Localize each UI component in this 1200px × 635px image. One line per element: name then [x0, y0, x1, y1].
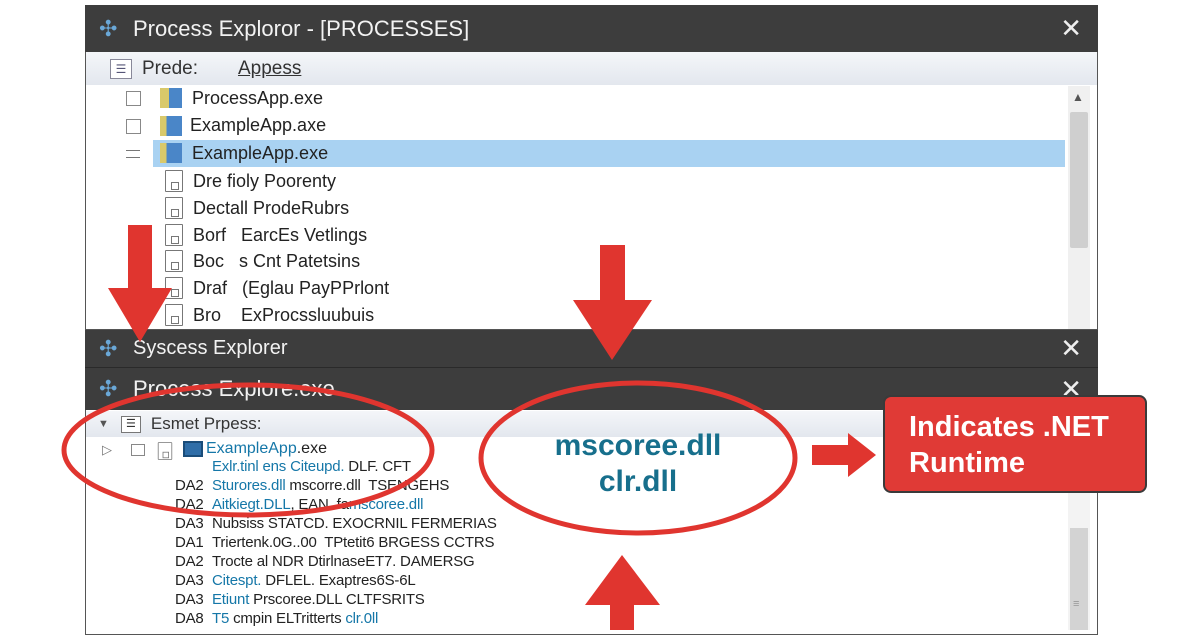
close-icon[interactable]: ✕: [1060, 333, 1082, 363]
expand-icon[interactable]: ▼: [98, 418, 109, 430]
document-icon: [165, 196, 183, 219]
process-row[interactable]: ExampleApp.axe: [190, 112, 326, 139]
menu-item[interactable]: Prede:: [142, 57, 198, 79]
window-title: Syscess Explorer: [133, 337, 288, 359]
module-row[interactable]: DA2 Trocte al NDR DtirlnaseET7. DAMERSG: [175, 553, 475, 572]
module-prefix: DA3: [175, 515, 204, 532]
checkbox[interactable]: [126, 119, 141, 134]
module-details: Nubsiss STATCD. EXOCRNIL FERMERIAS: [212, 515, 497, 532]
arrow-down-center: [573, 245, 652, 360]
process-icon: [160, 88, 182, 108]
collapse-toggle[interactable]: [126, 150, 140, 158]
module-row[interactable]: DA3 Nubsiss STATCD. EXOCRNIL FERMERIAS: [175, 515, 497, 534]
child-name: Draf (Eglau PayPPrlont: [193, 278, 390, 299]
process-icon: [183, 441, 203, 457]
arrow-down-left: [108, 225, 172, 342]
child-name: Dre fioly Poorenty: [193, 171, 337, 191]
module-prefix: DA1: [175, 534, 204, 551]
module-prefix: DA2: [175, 477, 204, 494]
child-name: Dectall ProdeRubrs: [193, 197, 350, 218]
document-icon: [165, 250, 183, 273]
child-row[interactable]: Dre fioly Poorenty: [193, 168, 336, 195]
module-row[interactable]: DA3 Citespt. DFLEL. Exaptres6S-6L: [175, 572, 416, 591]
dll-label: mscoree.dll: [554, 429, 722, 462]
menu-item[interactable]: Appess: [237, 57, 302, 79]
scroll-up-icon[interactable]: ▲: [1072, 90, 1084, 104]
module-prefix: DA8: [175, 610, 204, 627]
process-name: ExampleApp.exe: [192, 143, 329, 163]
process-row[interactable]: ProcessApp.exe: [192, 85, 323, 112]
module-details: cmpin ELTritterts: [229, 610, 346, 627]
module-name: Sturores.dll: [212, 477, 286, 494]
module-prefix: DA2: [175, 553, 204, 570]
module-row[interactable]: DA8 T5 cmpin ELTritterts clr.0ll: [175, 610, 378, 629]
highlight-ellipse-left: [61, 382, 435, 518]
cursor-icon: ▷: [102, 442, 112, 457]
highlight-ellipse-center: [478, 380, 798, 536]
module-name: Aitkiegt.DLL: [212, 496, 291, 513]
list-icon: [131, 444, 145, 456]
callout-text: Indicates .NET: [909, 411, 1109, 443]
document-icon: [165, 304, 183, 326]
document-icon: [157, 442, 173, 460]
arrow-right: [812, 433, 876, 477]
scrollbar-thumb[interactable]: [1070, 112, 1088, 248]
process-name: ExampleApp.axe: [190, 115, 327, 135]
document-icon: [165, 170, 183, 192]
child-row[interactable]: Borf EarcEs Vetlings: [193, 222, 367, 249]
dll-highlight: mscoree.dll clr.dll: [520, 428, 756, 500]
module-name: Exlr.tinl ens Citeupd.: [212, 458, 345, 475]
callout-box: Indicates .NET Runtime: [883, 395, 1147, 493]
module-row[interactable]: Exlr.tinl ens Citeupd. DLF. CFT: [175, 458, 411, 477]
module-prefix: DA3: [175, 572, 204, 589]
view-icon: ☰: [110, 58, 132, 79]
title-bar: ✣ Syscess Explorer ✕: [85, 330, 1098, 368]
child-row[interactable]: Draf (Eglau PayPPrlont: [193, 275, 389, 302]
grip-icon: ≡: [1073, 598, 1080, 610]
checkbox[interactable]: [126, 91, 141, 106]
module-name: Citespt.: [212, 572, 262, 589]
title-bar: ✣ Process Exploror - [PROCESSES] ✕: [85, 5, 1098, 52]
child-name: Bro ExProcssluubuis: [193, 305, 375, 325]
module-dll: clr.0ll: [345, 610, 379, 627]
list-icon: ☰: [120, 415, 141, 433]
callout-text: Runtime: [909, 447, 1025, 479]
menu-bar: ☰ Prede: Appess: [86, 52, 1097, 85]
child-row[interactable]: Boc s Cnt Patetsins: [193, 248, 360, 275]
child-name: Borf EarcEs Vetlings: [193, 224, 368, 245]
child-row[interactable]: Bro ExProcssluubuis: [193, 302, 374, 329]
app-icon: ✣: [99, 335, 118, 361]
scrollbar-thumb[interactable]: [1070, 528, 1088, 630]
module-name: Etiunt: [212, 591, 250, 608]
header-label: Esmet Prpess:: [150, 414, 262, 433]
process-name: ProcessApp.exe: [192, 88, 324, 108]
close-icon[interactable]: ✕: [1060, 13, 1082, 43]
process-name[interactable]: ExampleApp.exe: [206, 440, 327, 458]
process-ext: .exe: [296, 440, 327, 457]
module-prefix: DA3: [175, 591, 204, 608]
module-details: DFLEL. Exaptres6S-6L: [261, 572, 416, 589]
child-row[interactable]: Dectall ProdeRubrs: [193, 195, 349, 222]
module-details: Trocte al NDR DtirlnaseET7. DAMERSG: [212, 553, 475, 570]
selected-row-highlight: [153, 140, 1065, 167]
module-details: DLF. CFT: [344, 458, 411, 475]
app-icon: ✣: [99, 15, 118, 41]
process-icon: [160, 143, 182, 163]
process-row-selected[interactable]: ExampleApp.exe: [192, 140, 328, 167]
arrow-up-center: [585, 555, 660, 630]
process-icon: [160, 116, 182, 136]
module-row[interactable]: DA3 Etiunt Prscoree.DLL CLTFSRITS: [175, 591, 425, 610]
module-details: Prscoree.DLL CLTFSRITS: [249, 591, 425, 608]
app-icon: ✣: [99, 376, 118, 401]
module-row[interactable]: DA1 Triertenk.0G..00 TPtetit6 BRGESS CCTR…: [175, 534, 494, 553]
dll-label: clr.dll: [598, 465, 678, 498]
module-name: T5: [212, 610, 230, 627]
window-title: Process Exploror - [PROCESSES]: [133, 15, 470, 41]
child-name: Boc s Cnt Patetsins: [193, 251, 361, 272]
document-icon: [165, 223, 183, 246]
process-name-part: ExampleApp: [206, 440, 297, 457]
module-details: Triertenk.0G..00 TPtetit6 BRGESS CCTRS: [212, 534, 495, 551]
